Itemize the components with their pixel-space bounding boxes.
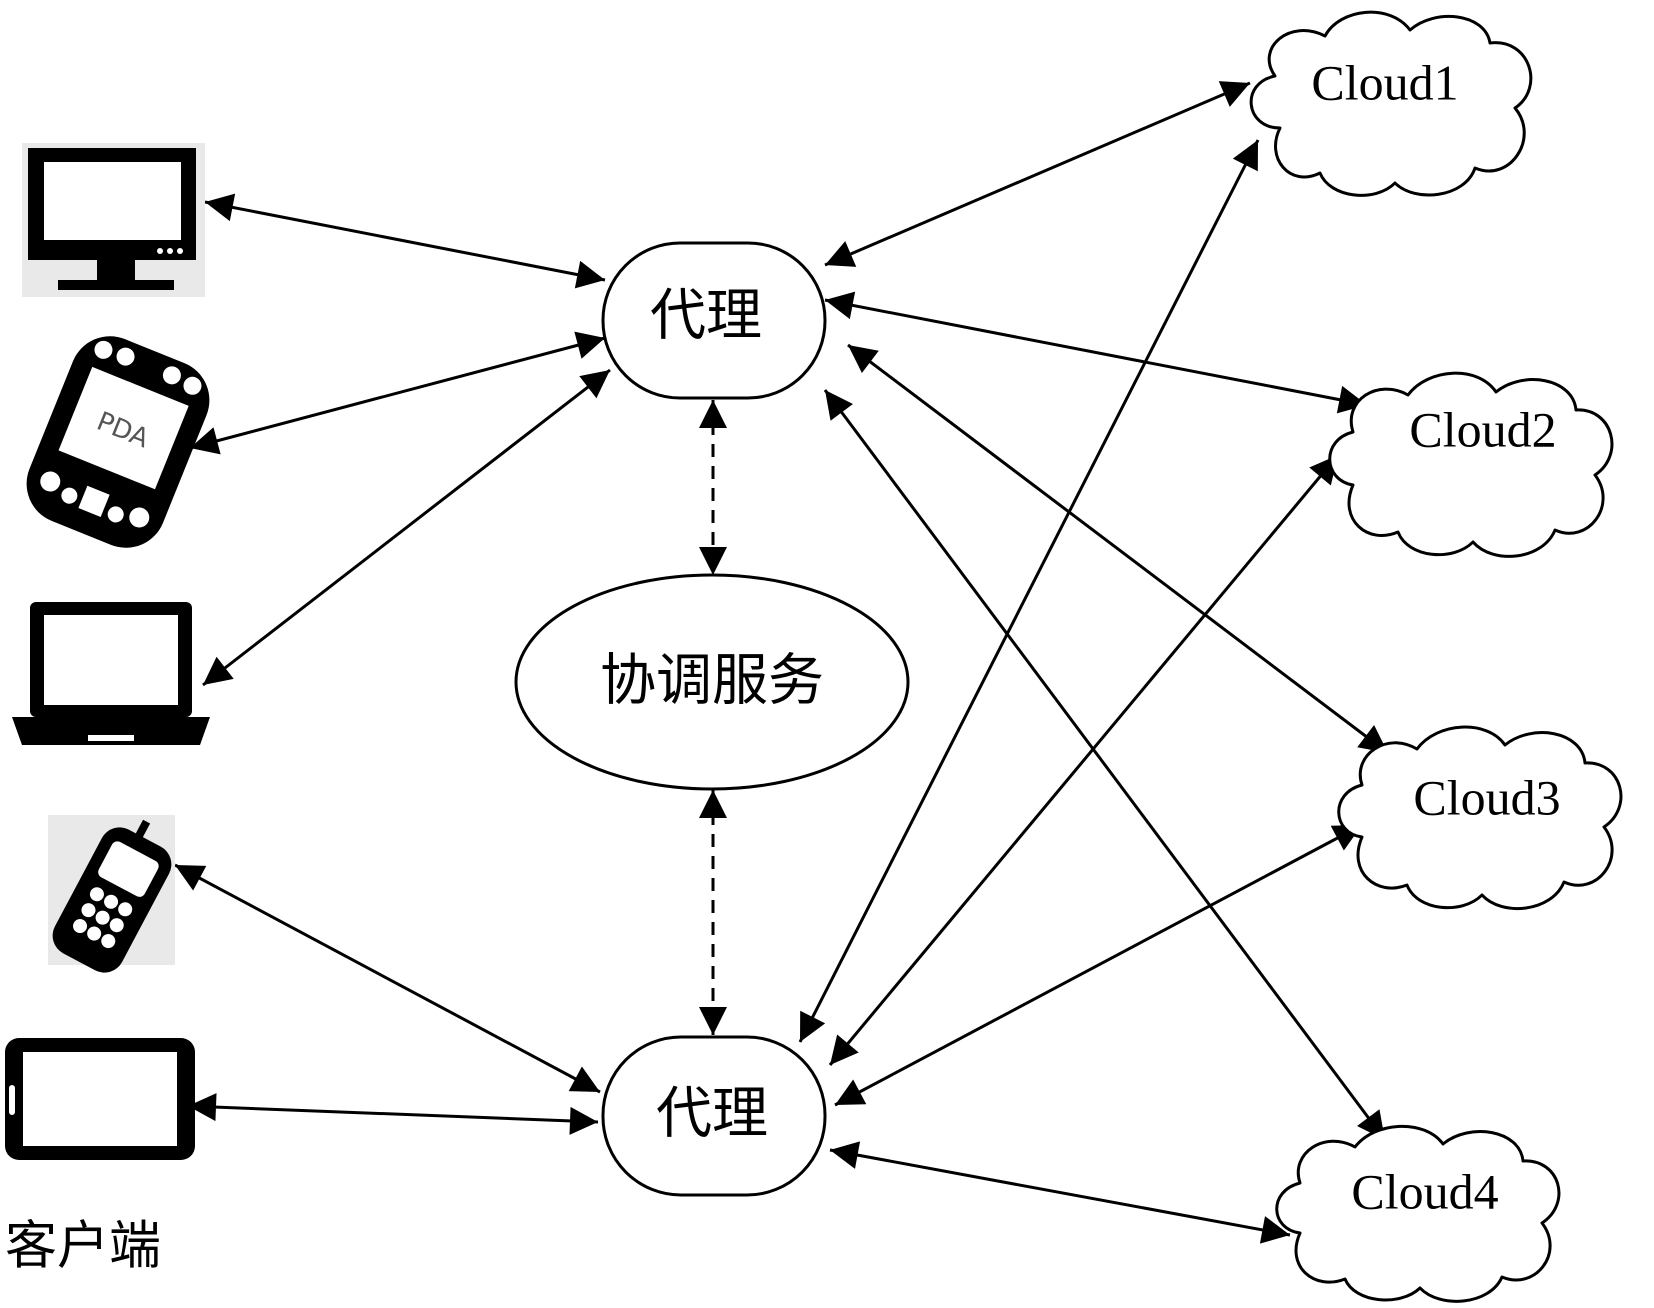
- proxy-top: 代理: [601, 241, 827, 400]
- cloud3: Cloud3: [1337, 725, 1623, 910]
- cloud3-label: Cloud3: [1413, 769, 1560, 825]
- edge-proxy-bottom-cloud4: [829, 1141, 1291, 1244]
- coordination-service-label: 协调服务: [600, 649, 824, 714]
- cloud1-label: Cloud1: [1311, 54, 1458, 110]
- cloud2: Cloud2: [1328, 371, 1614, 558]
- edge-proxy-top-cloud3: [847, 343, 1389, 755]
- coordination-service: 协调服务: [514, 573, 910, 791]
- tablet-icon: [5, 1038, 195, 1160]
- clients-label: 客户端: [5, 1217, 161, 1277]
- cloud4: Cloud4: [1275, 1124, 1561, 1303]
- connections: [174, 81, 1389, 1244]
- edge-phone-proxy-bottom: [174, 863, 601, 1094]
- laptop-icon: [12, 602, 210, 745]
- pda-icon: PDA: [26, 336, 210, 548]
- edge-proxy-top-cloud4: [823, 389, 1387, 1141]
- proxy-top-label: 代理: [650, 284, 762, 349]
- edge-proxy-top-cloud1: [824, 81, 1251, 267]
- edge-pda-proxy-top: [189, 331, 606, 455]
- edge-proxy-bottom-cloud1: [798, 139, 1260, 1043]
- edge-laptop-proxy-top: [202, 368, 611, 687]
- cloud2-label: Cloud2: [1409, 401, 1556, 457]
- mobile-phone-icon: [48, 815, 175, 973]
- cloud1: Cloud1: [1249, 10, 1533, 197]
- monitor-icon: [22, 143, 205, 297]
- proxy-bottom: 代理: [601, 1035, 827, 1197]
- edge-proxy-bottom-cloud3: [834, 823, 1363, 1107]
- proxy-bottom-label: 代理: [656, 1082, 768, 1147]
- edge-tablet-proxy-bottom: [187, 1093, 599, 1135]
- edge-desktop-proxy-top: [204, 193, 606, 289]
- cloud4-label: Cloud4: [1351, 1163, 1498, 1219]
